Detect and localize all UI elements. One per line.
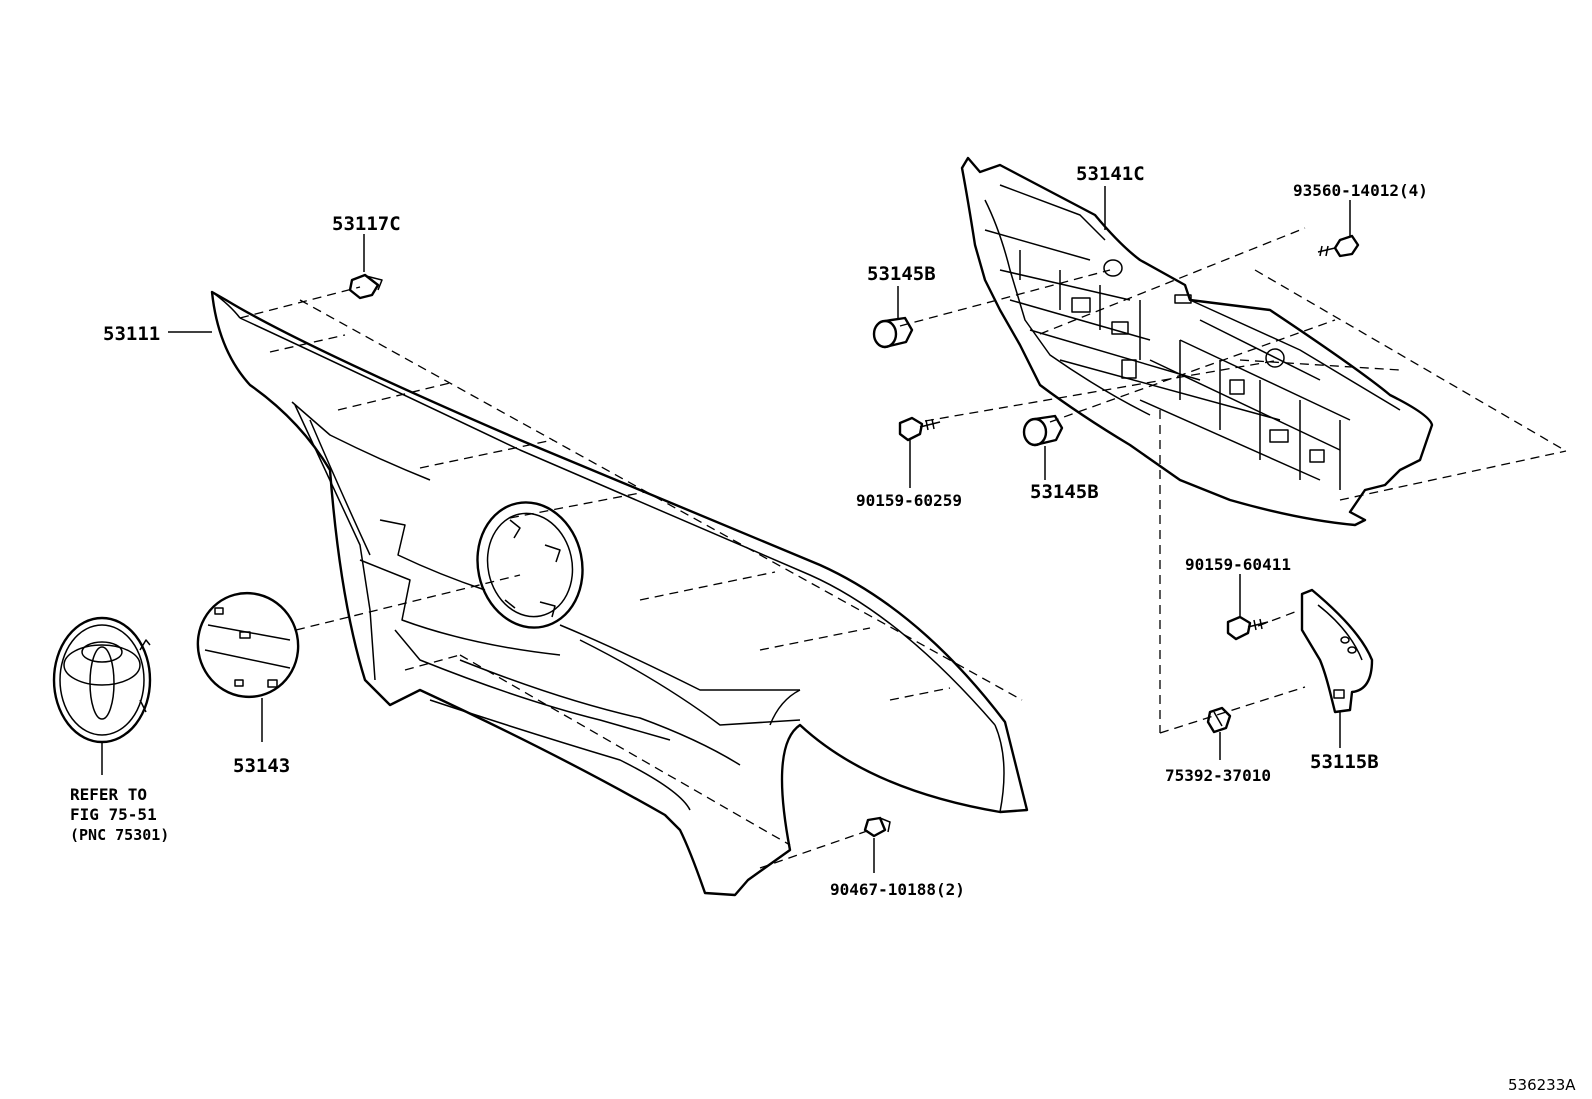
label-emblem-base: 53143 (233, 755, 290, 777)
label-bolt-top-right: 93560-14012(4) (1293, 181, 1428, 200)
toyota-emblem-icon (52, 616, 152, 775)
label-inner-grille: 53141C (1076, 163, 1145, 185)
label-bracket: 53115B (1310, 751, 1379, 773)
label-grille: 53111 (103, 323, 160, 345)
screw-90159-60411 (1226, 574, 1269, 641)
bolt-93560 (1317, 200, 1360, 258)
label-refer-line2: FIG 75-51 (70, 805, 157, 824)
label-nut: 75392-37010 (1165, 766, 1271, 785)
clip-53145b-upper (872, 286, 914, 349)
label-screw-left: 90159-60259 (856, 491, 962, 510)
label-clip-bottom: 90467-10188(2) (830, 880, 965, 899)
illustration-id: 536233A (1508, 1076, 1576, 1094)
label-clip-top: 53117C (332, 213, 401, 235)
screw-90159-60259 (898, 416, 941, 488)
label-screw-right: 90159-60411 (1185, 555, 1291, 574)
label-clip-lower: 53145B (1030, 481, 1099, 503)
inner-grille (960, 156, 1434, 527)
emblem-base (196, 591, 300, 742)
clip-53117c (348, 234, 383, 300)
nut-75392 (1206, 706, 1232, 760)
label-clip-upper: 53145B (867, 263, 936, 285)
clip-53145b-lower (1022, 414, 1064, 480)
label-refer-line3: (PNC 75301) (70, 826, 169, 844)
radiator-grille (210, 290, 1029, 897)
label-refer-line1: REFER TO (70, 785, 147, 804)
clip-90467 (863, 816, 891, 873)
bracket-53115b (1300, 588, 1374, 748)
